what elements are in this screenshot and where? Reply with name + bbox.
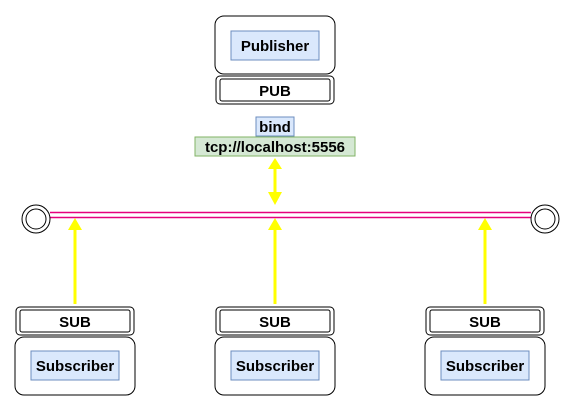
sub-socket-box-1	[15, 306, 135, 336]
endpoint-box	[194, 136, 356, 157]
subscriber-group-2: SUB Subscriber	[214, 306, 336, 396]
subscriber-label-1: Subscriber	[36, 358, 115, 375]
publisher-label: Publisher	[241, 38, 310, 55]
bus-terminal-right	[530, 204, 560, 234]
sub-socket-box-2	[215, 306, 335, 336]
subscriber-label-2: Subscriber	[236, 358, 315, 375]
subscriber-label-box-3	[440, 350, 530, 381]
subscriber-group-1: SUB Subscriber	[14, 306, 136, 396]
bus-terminal-left	[21, 204, 51, 234]
message-bus	[21, 204, 560, 234]
sub-socket-label-1: SUB	[59, 314, 91, 331]
sub-socket-box-3	[425, 306, 545, 336]
sub-socket-inner-border-3	[429, 309, 541, 333]
bind-label: bind	[259, 119, 291, 136]
sub-socket-label-3: SUB	[469, 314, 501, 331]
sub-socket-inner-border-2	[219, 309, 331, 333]
publisher-group: Publisher PUB bind tcp://localhost:5556	[194, 15, 356, 157]
subscriber-arrow-3	[478, 218, 492, 304]
subscriber-arrow-1	[68, 218, 82, 304]
sub-socket-label-2: SUB	[259, 314, 291, 331]
subscriber-label-3: Subscriber	[446, 358, 525, 375]
bind-label-box	[255, 116, 295, 137]
arrows	[68, 158, 492, 304]
endpoint-label: tcp://localhost:5556	[205, 139, 345, 156]
subscriber-group-3: SUB Subscriber	[424, 306, 546, 396]
publisher-label-box	[230, 30, 320, 61]
publisher-bidirectional-arrow	[268, 158, 282, 205]
pub-socket-box	[215, 75, 335, 105]
pub-socket-inner-border	[219, 78, 331, 102]
subscriber-label-box-1	[30, 350, 120, 381]
subscriber-arrow-2	[268, 218, 282, 304]
sub-socket-inner-border-1	[19, 309, 131, 333]
pub-socket-label: PUB	[259, 83, 291, 100]
subscriber-label-box-2	[230, 350, 320, 381]
